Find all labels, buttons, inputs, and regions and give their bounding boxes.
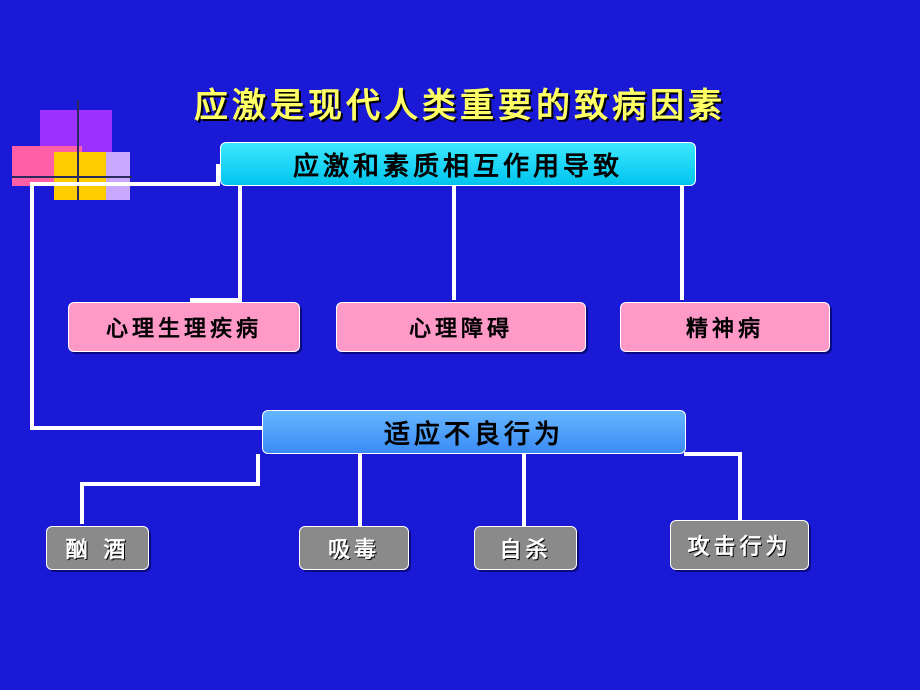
decor-line-vertical [77,100,79,200]
page-title: 应激是现代人类重要的致病因素 [194,86,726,126]
stress-diathesis-box: 应激和素质相互作用导致 [220,142,696,186]
connector-left-loop [30,164,262,430]
connector-to-behavior-4 [684,452,742,520]
disease-box-psychological-disorder: 心理障碍 [336,302,586,352]
connector-top-to-disease-1 [190,186,242,302]
maladaptive-behavior-box: 适应不良行为 [262,410,686,454]
behavior-box-alcoholism: 酗 酒 [46,526,149,570]
connector-to-behavior-1 [80,454,260,524]
behavior-box-suicide: 自杀 [474,526,577,570]
behavior-box-aggression: 攻击行为 [670,520,809,570]
decor-line-horizontal [12,176,132,178]
disease-box-psychosis: 精神病 [620,302,830,352]
behavior-box-drug-abuse: 吸毒 [299,526,409,570]
disease-box-psychosomatic: 心理生理疾病 [68,302,300,352]
